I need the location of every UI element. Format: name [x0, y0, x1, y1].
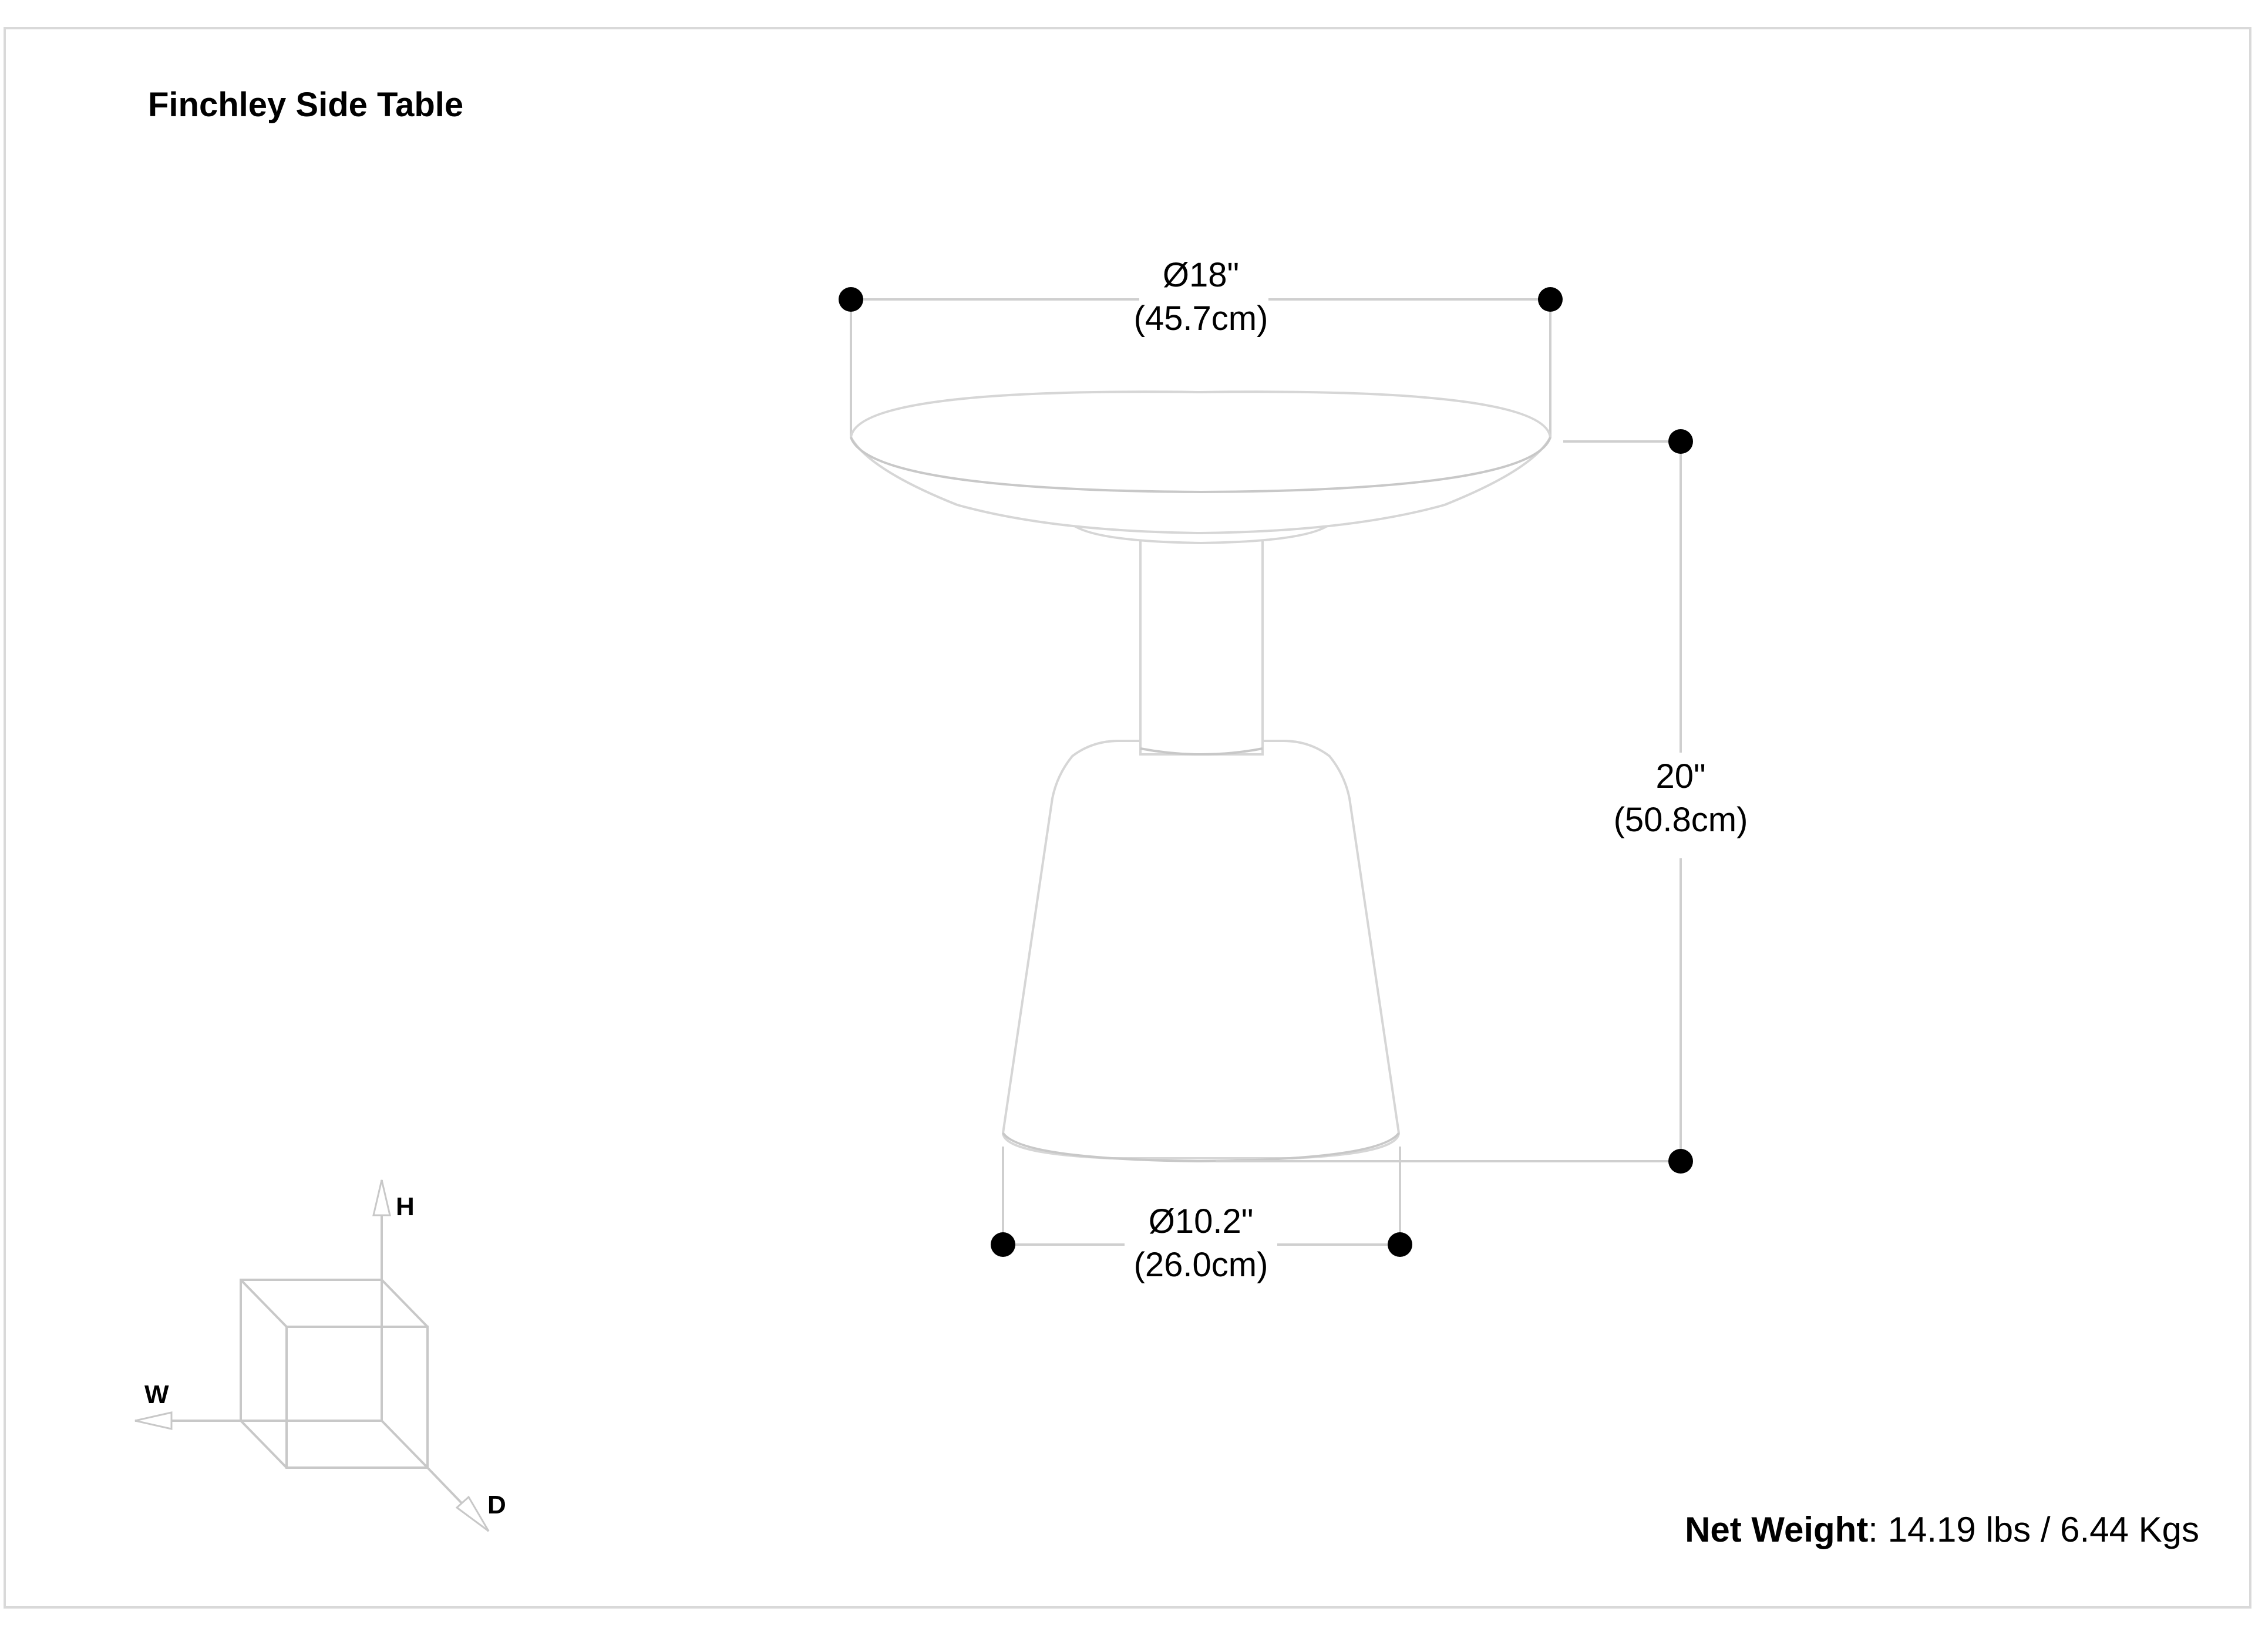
cube-back-face	[240, 1279, 383, 1422]
table-top	[849, 390, 1552, 535]
base-diameter-metric: (26.0cm)	[1134, 1246, 1268, 1284]
net-weight-label: Net Weight	[1685, 1510, 1868, 1549]
product-title: Finchley Side Table	[148, 86, 463, 124]
depth-axis-label: D	[487, 1491, 506, 1519]
net-weight-value: : 14.19 lbs / 6.44 Kgs	[1868, 1510, 2199, 1549]
base-dim-dot-right	[1388, 1232, 1412, 1257]
height-imperial: 20"	[1655, 757, 1705, 795]
base-diameter-dimension: Ø10.2" (26.0cm)	[991, 1147, 1412, 1284]
width-axis-label: W	[144, 1380, 169, 1409]
orientation-cube: H W D	[134, 1179, 506, 1532]
top-dim-dot-right	[1538, 287, 1563, 312]
top-dim-dot-left	[839, 287, 863, 312]
depth-axis-arrow-icon	[455, 1495, 490, 1532]
cube-front-face	[285, 1326, 429, 1469]
width-axis-arrow-icon	[134, 1411, 173, 1430]
table-column	[1139, 530, 1264, 756]
height-axis-label: H	[396, 1192, 415, 1221]
height-dim-dot-top	[1668, 429, 1693, 454]
base-diameter-imperial: Ø10.2"	[1149, 1202, 1254, 1240]
page-frame	[4, 27, 2251, 1609]
table-base-bottom-curve	[1002, 1132, 1400, 1163]
table-top-rim	[850, 437, 1551, 494]
height-dim-dot-bottom	[1668, 1149, 1693, 1174]
top-diameter-metric: (45.7cm)	[1134, 299, 1268, 338]
top-diameter-dimension: Ø18" (45.7cm)	[839, 256, 1563, 437]
table-illustration	[849, 390, 1552, 1163]
height-metric: (50.8cm)	[1614, 801, 1748, 839]
base-dim-dot-left	[991, 1232, 1015, 1257]
table-base	[1001, 740, 1401, 1159]
table-column-collar	[1140, 747, 1263, 756]
net-weight: Net Weight: 14.19 lbs / 6.44 Kgs	[1685, 1510, 2199, 1549]
top-diameter-imperial: Ø18"	[1163, 256, 1239, 294]
height-dimension: 20" (50.8cm)	[1216, 429, 1748, 1174]
height-axis-arrow-icon	[372, 1179, 391, 1216]
